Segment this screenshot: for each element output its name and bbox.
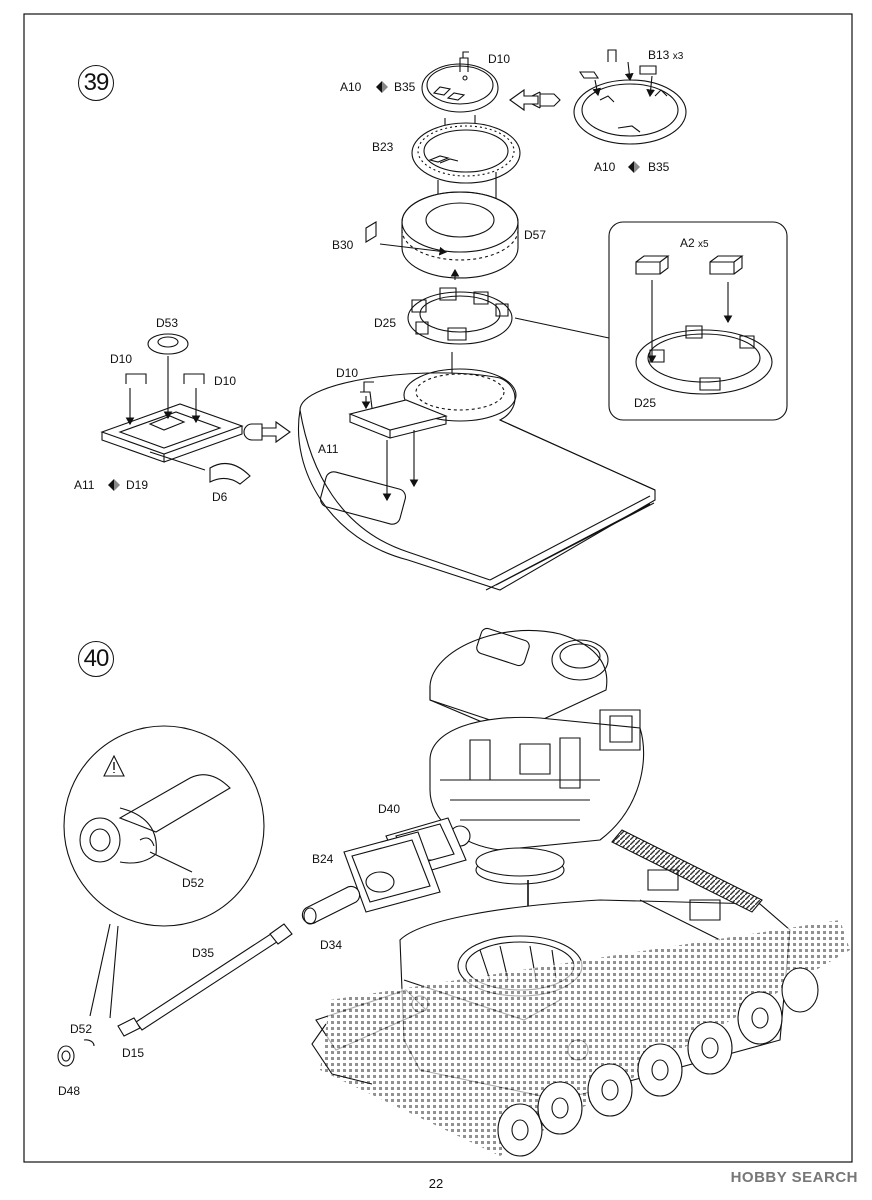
- part-label: A2 x5: [680, 236, 709, 250]
- hatch-disc-part: [421, 51, 499, 113]
- commander-hatch-part: [100, 333, 251, 485]
- gun-sleeve-d34-part: [301, 885, 361, 925]
- turret-ring-d57-part: [401, 191, 519, 279]
- quantity-label: x3: [672, 51, 684, 62]
- part-label: D6: [212, 490, 228, 504]
- ring-d25-part: [407, 287, 513, 345]
- part-label: A11: [74, 478, 95, 492]
- part-label: B30: [332, 238, 354, 252]
- step-number: 39: [78, 65, 114, 101]
- part-label: D10: [214, 374, 237, 388]
- step-number: 40: [78, 641, 114, 677]
- part-label: B24: [312, 852, 334, 866]
- ring-b23-part: [411, 122, 521, 184]
- part-label: D25: [374, 316, 397, 330]
- turret-roof-installed: [429, 627, 609, 739]
- part-label: D57: [524, 228, 547, 242]
- part-label: D40: [378, 802, 401, 816]
- part-label: D19: [126, 478, 149, 492]
- road-wheels: [497, 967, 819, 1157]
- part-label: D10: [488, 52, 511, 66]
- turret-roof-part: [298, 368, 656, 591]
- part-label: D52: [70, 1022, 93, 1036]
- part-label: D15: [122, 1046, 145, 1060]
- swap-arrow-icon: [108, 81, 640, 491]
- muzzle-brake-part: [57, 1017, 141, 1067]
- page-number: 22: [428, 1176, 444, 1191]
- part-label: D53: [156, 316, 179, 330]
- part-label: A10: [340, 80, 362, 94]
- part-label: B35: [648, 160, 670, 174]
- part-label: D52: [182, 876, 205, 890]
- part-label: D48: [58, 1084, 81, 1098]
- barrel-end-detail: [79, 774, 231, 864]
- part-label: B13 x3: [648, 48, 684, 62]
- part-label: A11: [318, 442, 339, 456]
- watermark: HOBBY SEARCH: [730, 1169, 858, 1186]
- a2-detail-part: [635, 255, 773, 395]
- part-label: D25: [634, 396, 657, 410]
- hatch-detail-part: [573, 49, 687, 145]
- part-label: A10: [594, 160, 616, 174]
- part-label: D35: [192, 946, 215, 960]
- gun-barrel-d35-part: [135, 923, 293, 1031]
- quantity-label: x5: [698, 239, 709, 250]
- part-label: D10: [336, 366, 359, 380]
- part-label: D10: [110, 352, 133, 366]
- part-label: B35: [394, 80, 416, 94]
- hatch-a11-part: [348, 381, 448, 439]
- turret-body: [429, 709, 645, 885]
- mantlet-b24-part: [343, 831, 441, 913]
- part-label: B23: [372, 140, 394, 154]
- part-label: D34: [320, 938, 343, 952]
